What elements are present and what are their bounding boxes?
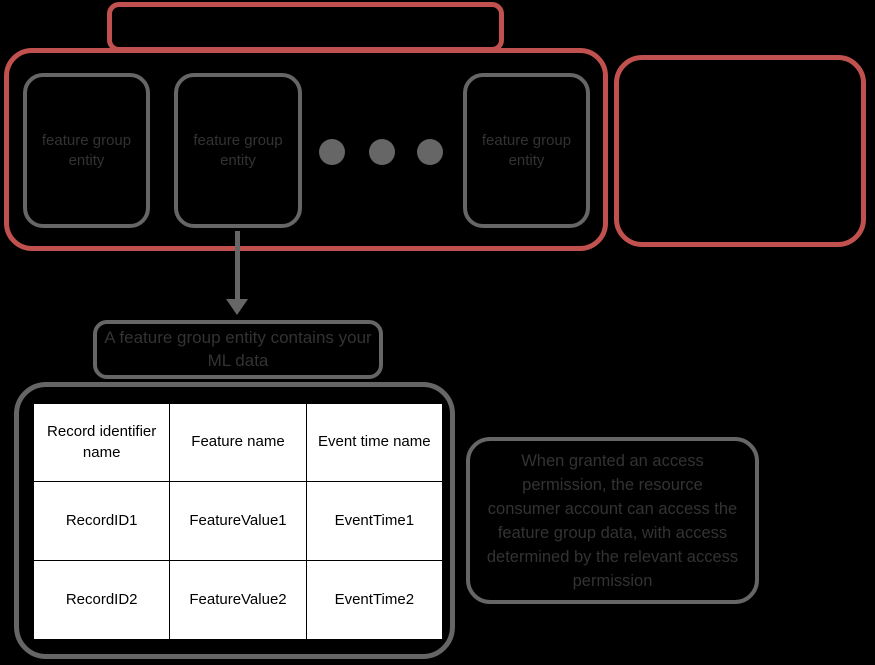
table-row: RecordID1 FeatureValue1 EventTime1 (32, 481, 444, 561)
table-cell: FeatureValue1 (169, 481, 307, 561)
ellipsis-dot (417, 139, 443, 165)
red-tab-box (107, 2, 504, 52)
table-header-cell: Record identifier name (32, 403, 171, 482)
table-header-row: Record identifier name Feature name Even… (32, 403, 444, 482)
ellipsis-dot (369, 139, 395, 165)
table-cell: RecordID2 (32, 560, 171, 640)
arrow-line (235, 231, 240, 300)
table-cell: EventTime2 (305, 560, 444, 640)
feature-table: Record identifier name Feature name Even… (32, 403, 444, 640)
entity-description-text: A feature group entity contains your ML … (104, 328, 372, 370)
ellipsis-dot (319, 139, 345, 165)
table-row: RecordID2 FeatureValue2 EventTime2 (32, 560, 444, 640)
entity-description-box: A feature group entity contains your ML … (93, 320, 383, 379)
feature-group-entity-label: feature group entity (41, 132, 132, 169)
feature-groups-container (4, 48, 608, 251)
feature-group-entity-label: feature group entity (193, 132, 283, 169)
feature-group-entity-label: feature group entity (481, 132, 572, 169)
access-permission-note: When granted an access permission, the r… (466, 437, 759, 604)
table-header-cell: Event time name (305, 403, 444, 482)
arrow-head (226, 299, 248, 315)
table-header-cell: Feature name (169, 403, 307, 482)
table-cell: EventTime1 (305, 481, 444, 561)
table-cell: RecordID1 (32, 481, 171, 561)
table-cell: FeatureValue2 (169, 560, 307, 640)
feature-group-entity: feature group entity (463, 73, 590, 228)
access-permission-text: When granted an access permission, the r… (486, 451, 739, 590)
feature-group-entity: feature group entity (174, 73, 302, 228)
empty-red-box (614, 55, 866, 247)
feature-group-entity: feature group entity (23, 73, 150, 228)
